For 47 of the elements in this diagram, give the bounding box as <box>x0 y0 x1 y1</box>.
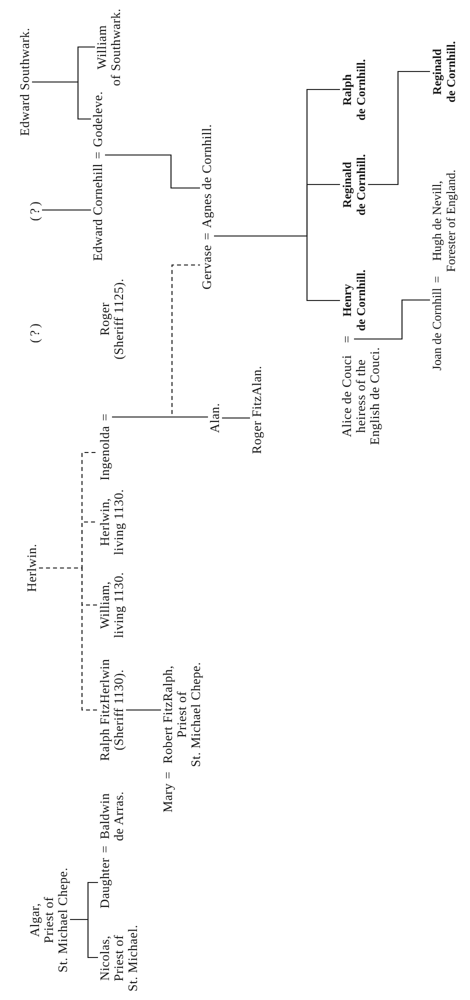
person-name: Agnes de Cornhill. <box>200 124 214 228</box>
person-name: Alan. <box>208 402 222 433</box>
descent-line <box>32 46 95 83</box>
descent-line <box>112 416 208 418</box>
person-name: Mary <box>161 783 175 812</box>
descent-line <box>214 88 340 237</box>
person-name: Henry de Cornhill. <box>340 270 368 331</box>
person-name: Herlwin, living 1130. <box>98 489 126 555</box>
person-name: Ralph FitzHerlwin (Sheriff 1130). <box>98 658 126 761</box>
person-name: Algar, Priest of St. Michael Chepe. <box>28 867 70 972</box>
marriage-sign: = <box>91 151 105 159</box>
marriage-sign: = <box>98 413 112 421</box>
person-name: Alice de Couci heiress of the English de Couci. <box>340 347 382 445</box>
unknown-person-mark: (?) <box>28 321 42 343</box>
marriage-sign: = <box>200 232 214 240</box>
person-name: Ingenolda <box>98 426 112 480</box>
descent-line <box>222 417 250 419</box>
unknown-person-mark: (?) <box>28 199 42 221</box>
marriage-sign: = <box>98 845 112 853</box>
descent-line <box>70 882 98 920</box>
person-name: Reginald de Cornhill. <box>430 41 458 102</box>
person-name: Robert FitzRalph, Priest of St. Michael Chepe. <box>161 662 203 767</box>
person-name: William, living 1130. <box>98 572 126 638</box>
person-name: Ralph de Cornhill. <box>340 59 368 120</box>
person-name: Baldwin de Arras. <box>98 791 126 841</box>
person-name: William of Southwark. <box>95 8 123 86</box>
descent-line <box>105 154 200 189</box>
person-name: Nicolas, Priest of St. Michael. <box>98 924 140 992</box>
person-name: Daughter <box>98 858 112 908</box>
person-name: Edward Southwark. <box>18 28 32 136</box>
person-name: Hugh de Nevill, Forester of England. <box>430 170 458 272</box>
descent-line <box>42 209 91 211</box>
descent-line <box>368 70 430 186</box>
descent-line <box>354 299 430 340</box>
person-name: Joan de Cornhill <box>430 288 444 370</box>
descent-line <box>126 709 161 711</box>
person-name: Reginald de Cornhill. <box>340 154 368 216</box>
person-name: Godeleve. <box>91 91 105 147</box>
marriage-sign: = <box>161 771 175 779</box>
descent-line <box>39 567 98 711</box>
person-name: Roger (Sheriff 1125). <box>98 278 126 360</box>
marriage-sign: = <box>430 276 444 283</box>
person-name: Gervase <box>200 244 214 290</box>
person-name: Herlwin. <box>25 544 39 592</box>
marriage-sign: = <box>340 335 354 343</box>
person-name: Roger FitzAlan. <box>250 366 264 454</box>
person-name: Edward Cornehill <box>91 163 105 261</box>
